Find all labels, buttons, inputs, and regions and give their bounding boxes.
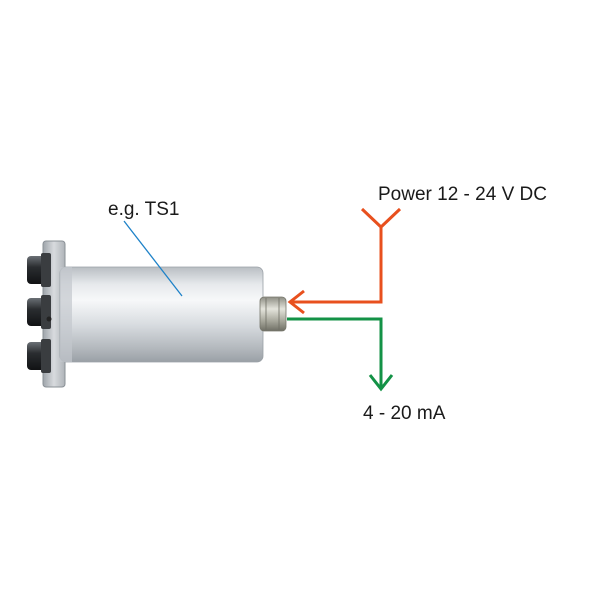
- knob-bottom: [27, 339, 51, 373]
- power-line: [287, 207, 402, 315]
- power-label: Power 12 - 24 V DC: [378, 184, 547, 205]
- sensor-icon: [27, 240, 287, 388]
- knob-middle: [27, 295, 51, 329]
- output-line: [287, 317, 394, 392]
- output-label: 4 - 20 mA: [363, 403, 446, 424]
- sensor-label: e.g. TS1: [108, 199, 180, 220]
- sensor-leader-line: [123, 220, 183, 297]
- knob-top: [27, 253, 51, 287]
